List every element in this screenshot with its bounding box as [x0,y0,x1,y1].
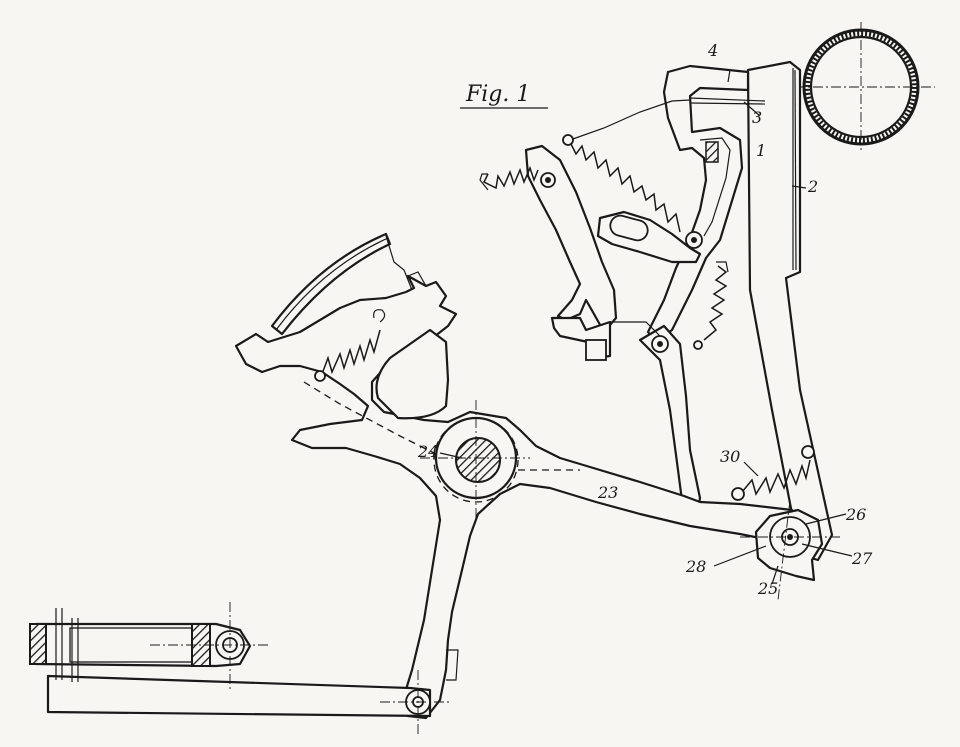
label-30: 30 [720,447,740,466]
label-28: 28 [685,557,706,576]
pawl-assembly [524,144,703,361]
leader-lines [439,69,853,585]
label-26: 26 [845,505,866,524]
roller [795,22,935,150]
part-1-lever [569,64,766,344]
label-24: 24 [417,442,438,461]
label-2: 2 [807,177,818,196]
label-27: 27 [851,549,873,568]
label-3: 3 [752,108,762,127]
figure-title-text: Fig. 1 [465,82,530,107]
label-23: 23 [597,483,618,502]
figure-title: Fig. 1 [460,82,548,109]
springs [479,134,815,501]
sector-spring [314,309,386,382]
label-25: 25 [757,579,778,598]
pivot-24 [420,400,530,520]
bottom-linkage [29,602,452,736]
part-2-lever [746,60,834,562]
label-4: 4 [707,41,718,60]
sector-arm [234,232,802,720]
reference-labels: 4 3 1 2 24 23 30 26 27 28 25 [417,41,873,598]
cam-assembly [740,499,840,601]
label-1: 1 [756,141,766,160]
